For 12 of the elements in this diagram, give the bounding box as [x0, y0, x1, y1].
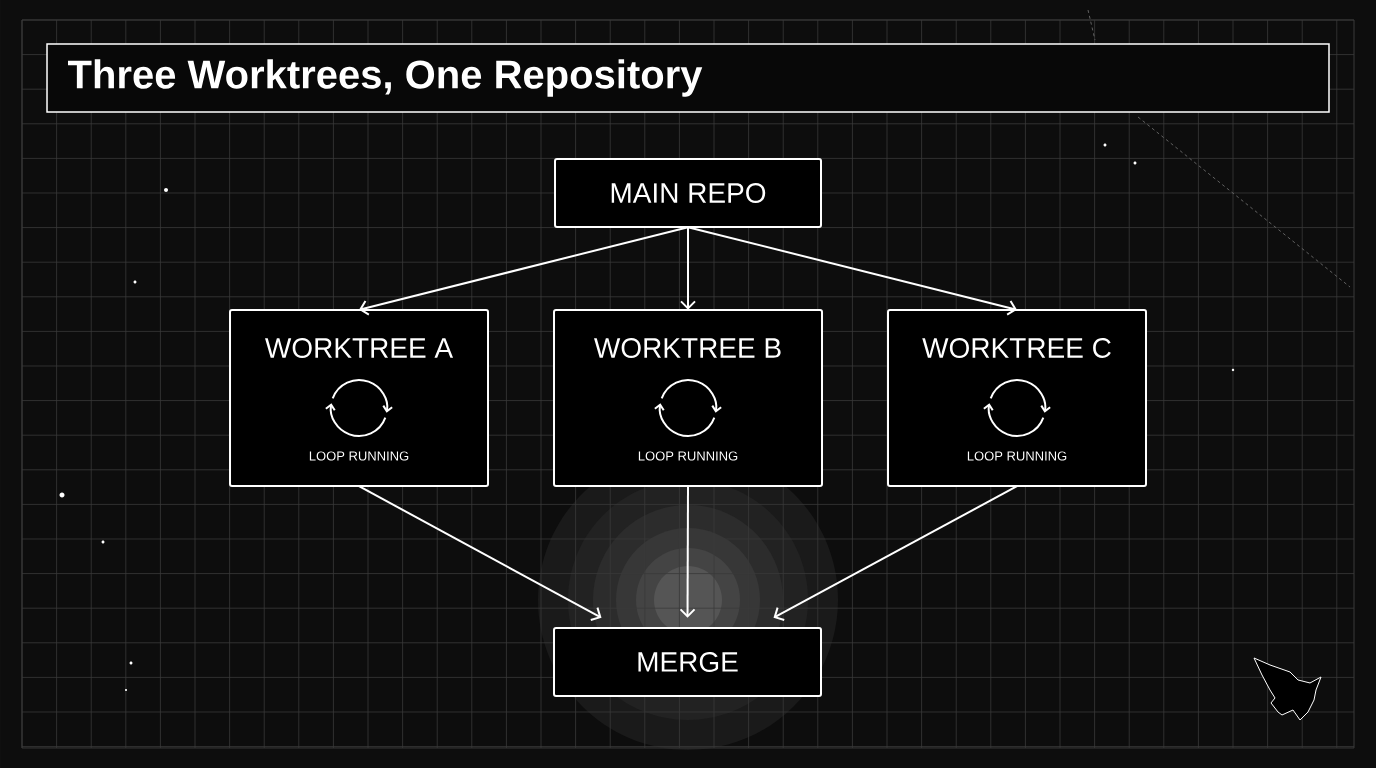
- process-box: WORKTREE B LOOP RUNNING: [553, 309, 823, 487]
- arrow: [680, 226, 696, 310]
- process-box: WORKTREE A LOOP RUNNING: [229, 309, 489, 487]
- arrow: [679, 485, 696, 618]
- title-banner: Three Worktrees, One Repository: [46, 43, 1330, 113]
- box: MERGE: [553, 627, 822, 697]
- arrow: [773, 485, 1018, 621]
- box: MAIN REPO: [554, 158, 822, 228]
- arrow: [358, 485, 602, 621]
- process-box: WORKTREE C LOOP RUNNING: [887, 309, 1147, 487]
- arrow: [359, 226, 689, 316]
- arrow: [687, 226, 1017, 316]
